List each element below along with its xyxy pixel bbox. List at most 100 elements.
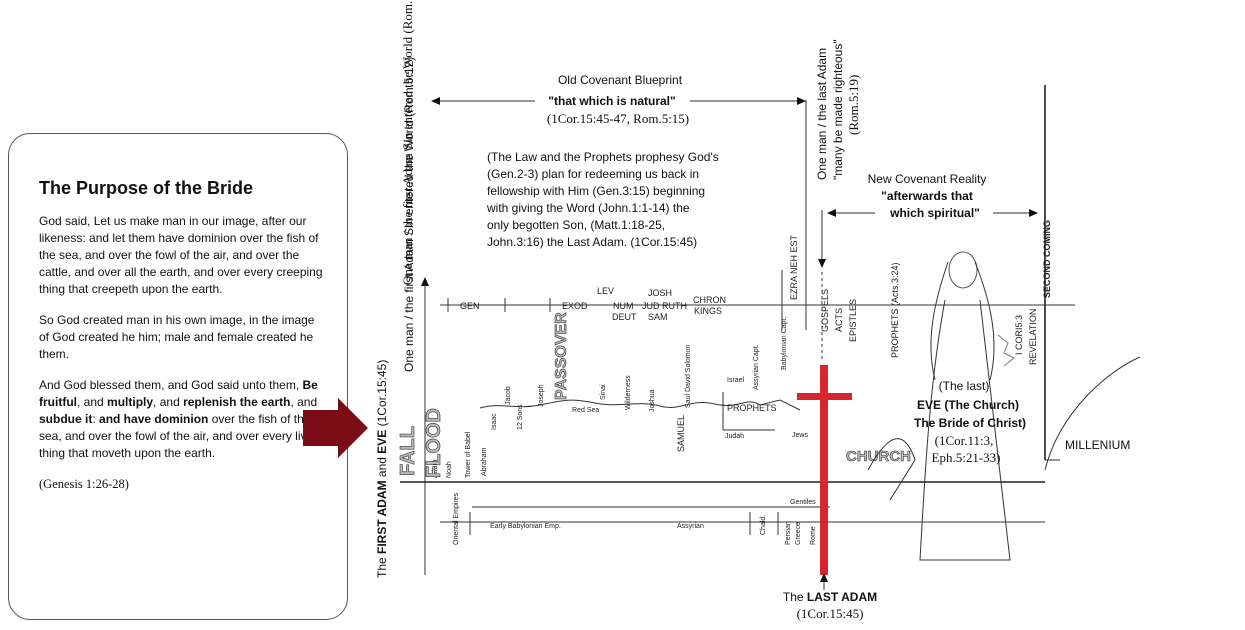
last-adam-ref: (1Cor.15:45) (797, 606, 864, 621)
first-adam-eve-text: The FIRST ADAM and EVE (1Cor.15:45) (375, 360, 389, 578)
svg-text:CHRON: CHRON (693, 295, 726, 305)
svg-text:with giving the Word (John.1:1: with giving the Word (John.1:1-14) the (486, 201, 690, 215)
gentiles-label: Gentiles (790, 499, 816, 506)
arrowhead-icon (797, 97, 806, 105)
svg-text:Assyrian: Assyrian (677, 523, 704, 530)
one-man-first-adam-text: One man / the first Adam Sin entered the… (402, 57, 416, 372)
prophets-label: PROPHETS (727, 403, 777, 413)
millenium-label: MILLENIUM (1065, 438, 1130, 452)
svg-text:KINGS: KINGS (694, 306, 722, 316)
svg-text:Rome: Rome (810, 526, 817, 545)
bride-line1: (The last) (939, 379, 990, 393)
svg-text:ACTS: ACTS (834, 308, 844, 332)
svg-text:Noah: Noah (446, 461, 453, 478)
millenium-curve (1044, 356, 1141, 471)
samuel-label: SAMUEL (676, 415, 686, 452)
arrowhead-icon (818, 259, 826, 268)
svg-text:(The Law and the Prophets prop: (The Law and the Prophets prophesy God's (487, 150, 719, 164)
old-covenant-quote: "that which is natural" (548, 94, 675, 108)
empires: Oriental Empires Early Babylonian Emp. A… (453, 492, 817, 545)
svg-text:Assyrian Capt.: Assyrian Capt. (753, 344, 760, 390)
svg-text:SECOND COMING: SECOND COMING (1042, 220, 1052, 298)
svg-text:John.3:16) the Last Adam. (1Co: John.3:16) the Last Adam. (1Cor.15:45) (487, 235, 697, 249)
card-paragraph-2: So God created man in his own image, in … (39, 313, 315, 361)
svg-text:Joseph: Joseph (538, 384, 545, 407)
bride-figure-icon (919, 251, 1015, 561)
svg-text:Isaac: Isaac (491, 413, 498, 430)
svg-text:(Gen.2-3) plan for redeeming u: (Gen.2-3) plan for redeeming us back in (487, 167, 699, 181)
last-adam-line2: "many be made righteous" (831, 39, 845, 180)
card-paragraph-1: God said, Let us make man in our image, … (39, 214, 323, 296)
law-prophets-text: (The Law and the Prophets prophesy God's… (486, 150, 719, 249)
svg-text:Oriental Empires: Oriental Empires (453, 492, 460, 545)
history-line (479, 399, 801, 411)
svg-text:SAM: SAM (648, 312, 668, 322)
svg-text:PROPHETS (Acts.3:24): PROPHETS (Acts.3:24) (890, 262, 900, 358)
svg-text:Abraham: Abraham (481, 447, 488, 476)
svg-text:Babylonian Capt.: Babylonian Capt. (781, 317, 788, 370)
old-covenant-ref: (1Cor.15:45-47, Rom.5:15) (547, 111, 689, 126)
arrowhead-icon (421, 277, 429, 286)
sin-entered-text: One man / the first Adam Sin entered the… (400, 0, 415, 285)
svg-text:Judah: Judah (725, 433, 744, 440)
card-reference: (Genesis 1:26-28) (39, 477, 129, 491)
svg-text:Jews: Jews (792, 432, 808, 439)
arrowhead-icon (820, 573, 828, 582)
svg-text:JOSH: JOSH (648, 288, 672, 298)
new-covenant-line2: which spiritual" (889, 206, 980, 220)
svg-text:Adam: Adam (432, 460, 439, 478)
pointer-arrow-icon (303, 398, 368, 458)
svg-text:Chald.: Chald. (760, 515, 767, 535)
bride-line4: (1Cor.11:3, (935, 433, 994, 448)
svg-text:NUM: NUM (613, 301, 634, 311)
svg-text:Red Sea: Red Sea (572, 407, 599, 414)
svg-text:LEV: LEV (597, 286, 614, 296)
svg-text:EPISTLES: EPISTLES (848, 299, 858, 342)
passover-label: PASSOVER (553, 312, 570, 400)
arrowhead-icon (827, 209, 836, 217)
nt-books: GOSPELS ACTS EPISTLES PROPHETS (Acts.3:2… (820, 220, 1052, 365)
svg-text:GEN: GEN (460, 301, 480, 311)
svg-text:Persian: Persian (785, 521, 792, 545)
svg-text:Greece: Greece (795, 522, 802, 545)
church-sketch (867, 438, 916, 501)
svg-text:GOSPELS: GOSPELS (820, 289, 830, 332)
svg-text:EZRA NEH EST: EZRA NEH EST (789, 234, 799, 300)
svg-text:only begotten Son, (Matt.1:18-: only begotten Son, (Matt.1:18-25, (487, 218, 665, 232)
ot-books: GEN EXOD LEV NUM DEUT JOSH JUD RUTH SAM … (447, 234, 799, 330)
svg-text:Joshua: Joshua (649, 389, 656, 412)
svg-text:DEUT: DEUT (612, 312, 637, 322)
timeline-events: Adam Noah Tower of Babel Abraham Isaac J… (432, 317, 808, 478)
arrowhead-icon (431, 97, 440, 105)
church-label: CHURCH (846, 448, 911, 465)
purpose-card: The Purpose of the Bride God said, Let u… (8, 133, 348, 620)
bride-line3: The Bride of Christ) (914, 416, 1026, 430)
card-title: The Purpose of the Bride (39, 178, 254, 198)
svg-text:12 Sons: 12 Sons (517, 404, 524, 430)
svg-text:fellowship with Him (Gen.3:15): fellowship with Him (Gen.3:15) beginning (487, 184, 705, 198)
svg-text:Early Babylonian Emp.: Early Babylonian Emp. (490, 523, 561, 530)
last-adam-line1: One man / the last Adam (815, 48, 829, 180)
cross-horizontal (797, 393, 852, 400)
new-covenant-line1: "afterwards that (881, 189, 973, 203)
svg-text:JUD RUTH: JUD RUTH (642, 301, 687, 311)
svg-text:Saul David Solomon: Saul David Solomon (685, 344, 692, 408)
svg-text:Wilderness: Wilderness (625, 375, 632, 410)
flood-label: FLOOD (423, 408, 445, 478)
card-paragraph-3: And God blessed them, and God said unto … (39, 378, 323, 460)
svg-text:EXOD: EXOD (562, 301, 588, 311)
bride-line5: Eph.5:21-33) (932, 450, 1001, 465)
last-adam-label: The LAST ADAM (783, 590, 877, 604)
arrowhead-icon (1029, 209, 1038, 217)
old-covenant-title: Old Covenant Blueprint (558, 73, 683, 87)
svg-text:REVELATION: REVELATION (1028, 309, 1038, 365)
fall-label: FALL (397, 426, 419, 476)
svg-text:Tower of Babel: Tower of Babel (465, 431, 472, 478)
bride-line2: EVE (The Church) (917, 398, 1019, 412)
svg-text:I CORI5:3: I CORI5:3 (1014, 315, 1024, 355)
cross-vertical (820, 365, 828, 575)
svg-text:Israel: Israel (727, 377, 745, 384)
last-adam-line3: (Rom.5:19) (846, 75, 861, 135)
new-covenant-title: New Covenant Reality (868, 172, 987, 186)
